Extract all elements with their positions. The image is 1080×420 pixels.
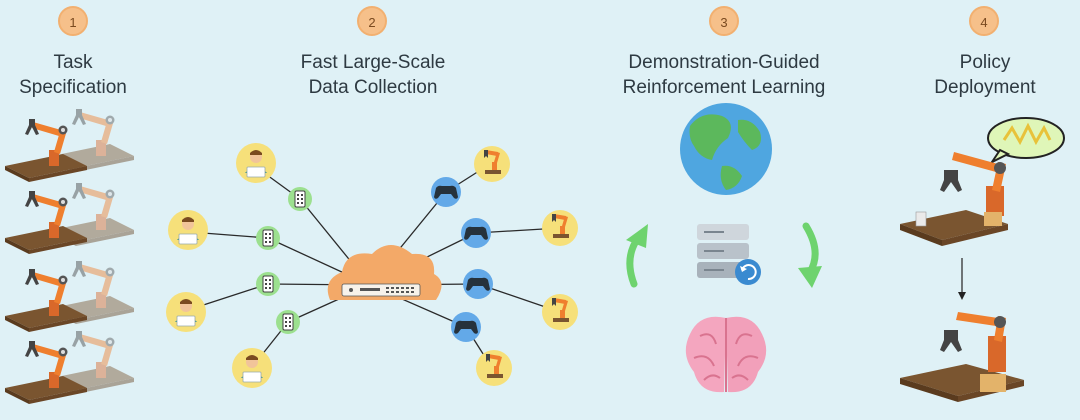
phone-icon [255, 271, 281, 297]
robot-arm-icon [542, 294, 578, 330]
robot-arm-icon [5, 183, 134, 254]
cloud-server-icon [327, 245, 442, 300]
globe-icon [680, 103, 772, 195]
robot-arm-icon [542, 210, 578, 246]
step-4-title: Policy Deployment [934, 52, 1036, 98]
deployed-robot-bottom [900, 312, 1024, 402]
thought-bubble-icon [987, 117, 1065, 165]
server-icon [697, 224, 761, 285]
person-laptop-icon [235, 142, 277, 184]
step-2-title: Fast Large-Scale Data Collection [300, 52, 446, 98]
brain-icon [685, 316, 767, 393]
gamepad-icon [451, 312, 481, 342]
robot-arm-icon [474, 146, 510, 182]
person-laptop-icon [165, 291, 207, 333]
robot-arm-icon [5, 109, 134, 182]
gamepad-icon [463, 269, 493, 299]
cycle-arrow-left-icon [626, 224, 648, 288]
cycle-arrow-right-icon [798, 222, 822, 288]
phone-icon [255, 225, 281, 251]
step-1-number: 1 [58, 6, 88, 36]
deploy-arrow-head [958, 292, 966, 300]
step-2-number: 2 [357, 6, 387, 36]
gamepad-icon [461, 218, 491, 248]
phone-icon [287, 186, 313, 212]
step-3-title: Demonstration-Guided Reinforcement Learn… [622, 52, 826, 98]
gamepad-icon [431, 177, 461, 207]
robot-arm-icon [5, 331, 134, 404]
robot-arm-icon [476, 350, 512, 386]
step-4-number: 4 [969, 6, 999, 36]
robot-arm-icon [5, 261, 134, 332]
person-laptop-icon [231, 347, 273, 389]
step-3-number: 3 [709, 6, 739, 36]
phone-icon [275, 309, 301, 335]
step-1-title: Task Specification [19, 52, 127, 98]
deployed-robot-top [900, 152, 1008, 246]
person-laptop-icon [167, 209, 209, 251]
